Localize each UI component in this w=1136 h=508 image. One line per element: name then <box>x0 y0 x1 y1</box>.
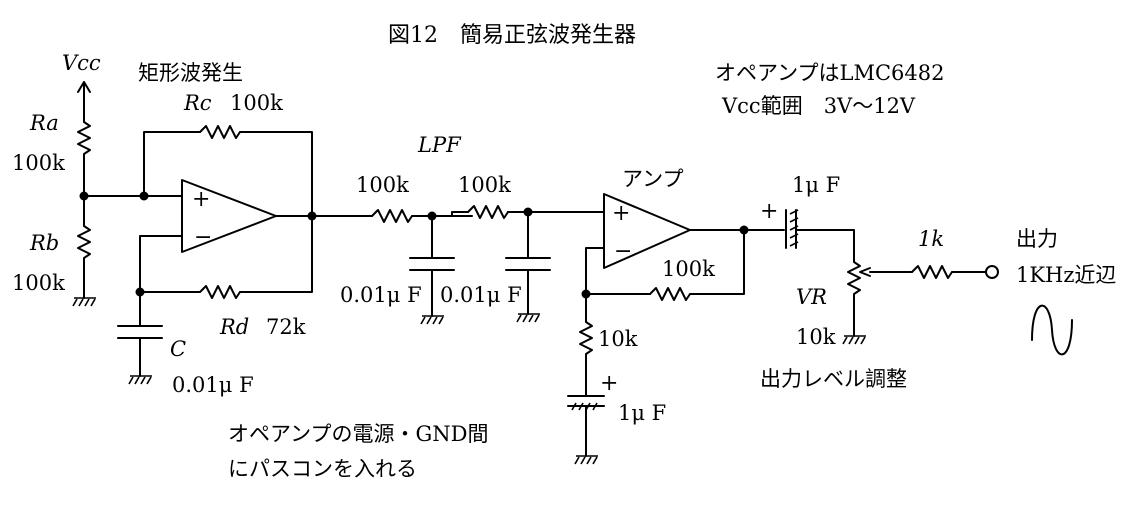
node-divider <box>79 191 89 201</box>
c-gnd-polarity: + <box>600 371 618 396</box>
rd-name: Rd <box>219 315 249 339</box>
rc-value: 100k <box>230 91 283 115</box>
resistor-lpf2 <box>467 205 509 219</box>
opamp2-plus: + <box>612 201 630 226</box>
output-terminal <box>985 265 999 279</box>
ground-symbol <box>516 313 540 323</box>
opamp2-minus: − <box>614 239 632 264</box>
output-freq: 1KHz近辺 <box>1016 263 1116 287</box>
c-out-polarity: + <box>760 199 778 224</box>
opamp1-minus: − <box>194 225 212 250</box>
resistor-ra <box>77 107 91 197</box>
ground-symbol <box>842 335 866 345</box>
rd-value: 72k <box>266 315 306 339</box>
c-name: C <box>170 337 186 361</box>
resistor-output <box>911 265 953 279</box>
r-fb-value: 100k <box>662 257 715 281</box>
c-gnd-value: 1μ F <box>618 401 666 425</box>
c-out-value: 1μ F <box>792 173 840 197</box>
ground-symbol <box>574 455 598 465</box>
output-level-label: 出力レベル調整 <box>760 367 907 391</box>
sine-wave-icon <box>1031 304 1073 356</box>
ra-value: 100k <box>12 151 65 175</box>
resistor-rc <box>199 125 241 139</box>
capacitor-lpf2 <box>505 257 551 271</box>
rc-name: Rc <box>183 91 212 115</box>
diagram-title: 図12 簡易正弦波発生器 <box>388 23 636 48</box>
opamp-amp <box>603 193 691 269</box>
vcc-label: Vcc <box>62 51 101 75</box>
rb-value: 100k <box>12 271 65 295</box>
bypass-note-line2: にパスコンを入れる <box>228 457 417 481</box>
resistor-gain <box>579 293 593 397</box>
r-out-value: 1k <box>918 227 944 251</box>
amp-label: アンプ <box>622 167 684 191</box>
r-lpf2-value: 100k <box>458 173 511 197</box>
vr-name: VR <box>796 285 827 309</box>
vr-value: 10k <box>796 325 836 349</box>
ra-name: Ra <box>29 111 59 135</box>
resistor-lpf1 <box>371 209 413 223</box>
ground-symbol <box>128 375 152 385</box>
c-value: 0.01μ F <box>172 373 254 397</box>
c-lpf1-value: 0.01μ F <box>340 283 422 307</box>
vcc-arrow <box>77 81 91 109</box>
vcc-range-note: Vcc範囲 3V～12V <box>721 94 916 118</box>
c-lpf2-value: 0.01μ F <box>440 283 522 307</box>
output-label: 出力 <box>1016 227 1058 251</box>
opamp-square <box>181 179 277 253</box>
capacitor-lpf1 <box>409 257 455 271</box>
ground-symbol <box>72 297 96 307</box>
bypass-note-line1: オペアンプの電源・GND間 <box>228 422 489 446</box>
square-wave-label: 矩形波発生 <box>138 61 243 85</box>
opamp-note: オペアンプはLMC6482 <box>715 61 945 85</box>
r-lpf1-value: 100k <box>356 173 409 197</box>
r-gnd-value: 10k <box>598 327 638 351</box>
resistor-rb <box>77 195 91 299</box>
lpf-label: LPF <box>417 133 462 157</box>
ground-symbol <box>420 315 444 325</box>
resistor-feedback <box>649 287 691 301</box>
potentiometer-vr <box>847 261 871 337</box>
opamp1-plus: + <box>192 187 210 212</box>
rb-name: Rb <box>29 231 59 255</box>
resistor-rd <box>199 285 241 299</box>
capacitor-c <box>117 325 163 339</box>
